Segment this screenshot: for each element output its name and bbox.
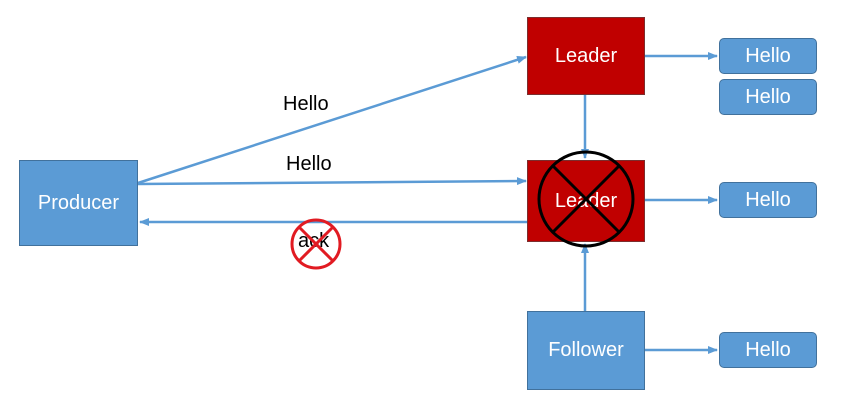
hello-output-new-leader-1: Hello xyxy=(719,38,817,74)
producer-label: Producer xyxy=(37,191,120,214)
hello-output-failed-leader: Hello xyxy=(719,182,817,218)
hello-output-label: Hello xyxy=(745,188,791,211)
follower-node: Follower xyxy=(527,311,645,390)
new-leader-node: Leader xyxy=(527,17,645,95)
follower-label: Follower xyxy=(548,339,624,361)
edge-label-hello-new-leader: Hello xyxy=(283,93,329,115)
failed-leader-label: Leader xyxy=(554,189,618,212)
hello-output-label: Hello xyxy=(745,44,791,67)
edge-label-ack: ack xyxy=(298,230,330,252)
hello-output-new-leader-2: Hello xyxy=(719,79,817,115)
new-leader-label: Leader xyxy=(554,44,618,67)
edge-producer-to-failed-leader xyxy=(137,177,527,186)
edge-producer-to-new-leader xyxy=(137,55,527,185)
producer-node: Producer xyxy=(19,160,138,246)
edge-label-hello-failed-leader: Hello xyxy=(286,153,332,175)
failed-leader-node: Leader xyxy=(527,160,645,242)
hello-output-follower: Hello xyxy=(719,332,817,368)
hello-output-label: Hello xyxy=(745,338,791,361)
hello-output-label: Hello xyxy=(745,85,791,108)
